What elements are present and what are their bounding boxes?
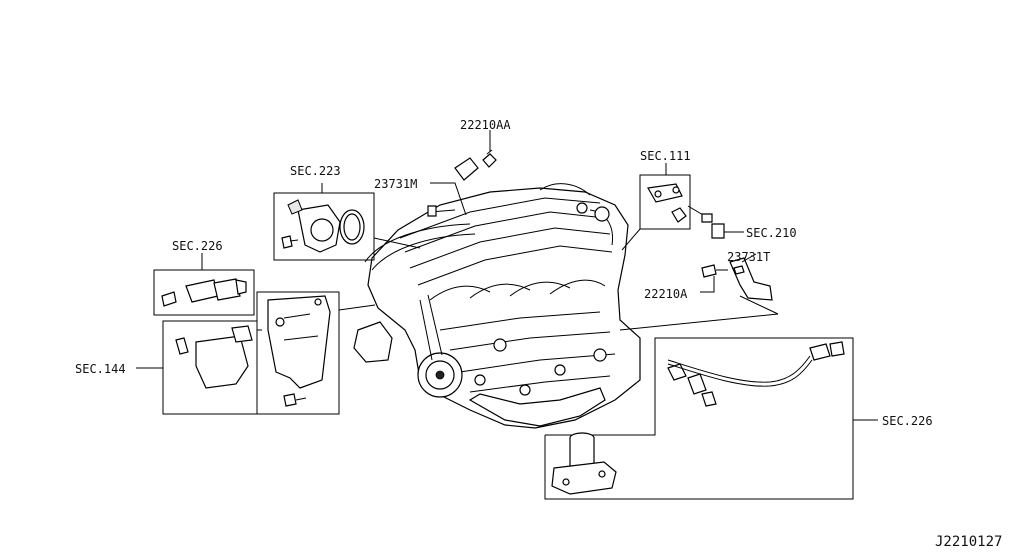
label-sec226-right: SEC.226: [882, 414, 933, 428]
leader-23731M: [430, 182, 467, 216]
label-22210AA: 22210AA: [460, 118, 511, 132]
label-sec210: SEC.210: [746, 226, 797, 240]
diagram-id-label: J2210127: [935, 534, 1002, 550]
sec111-inset-box: [621, 163, 691, 251]
sec226-top-inset-box: [153, 253, 255, 316]
part-22210AA-sensor: [454, 130, 497, 181]
sec210-sensor-part: [687, 205, 744, 239]
label-22210A: 22210A: [644, 287, 688, 301]
label-sec144: SEC.144: [75, 362, 126, 376]
sec226-right-inset-box: [544, 337, 878, 500]
sec144-inset-box: [136, 291, 376, 415]
cam-sensor-parts: [619, 253, 779, 331]
label-sec111: SEC.111: [640, 149, 691, 163]
label-sec226-top: SEC.226: [172, 239, 223, 253]
label-23731M: 23731M: [374, 177, 417, 191]
label-sec223: SEC.223: [290, 164, 341, 178]
engine-assembly: [353, 183, 641, 429]
sec223-inset-box: [273, 183, 421, 261]
label-23731T: 23731T: [727, 250, 770, 264]
